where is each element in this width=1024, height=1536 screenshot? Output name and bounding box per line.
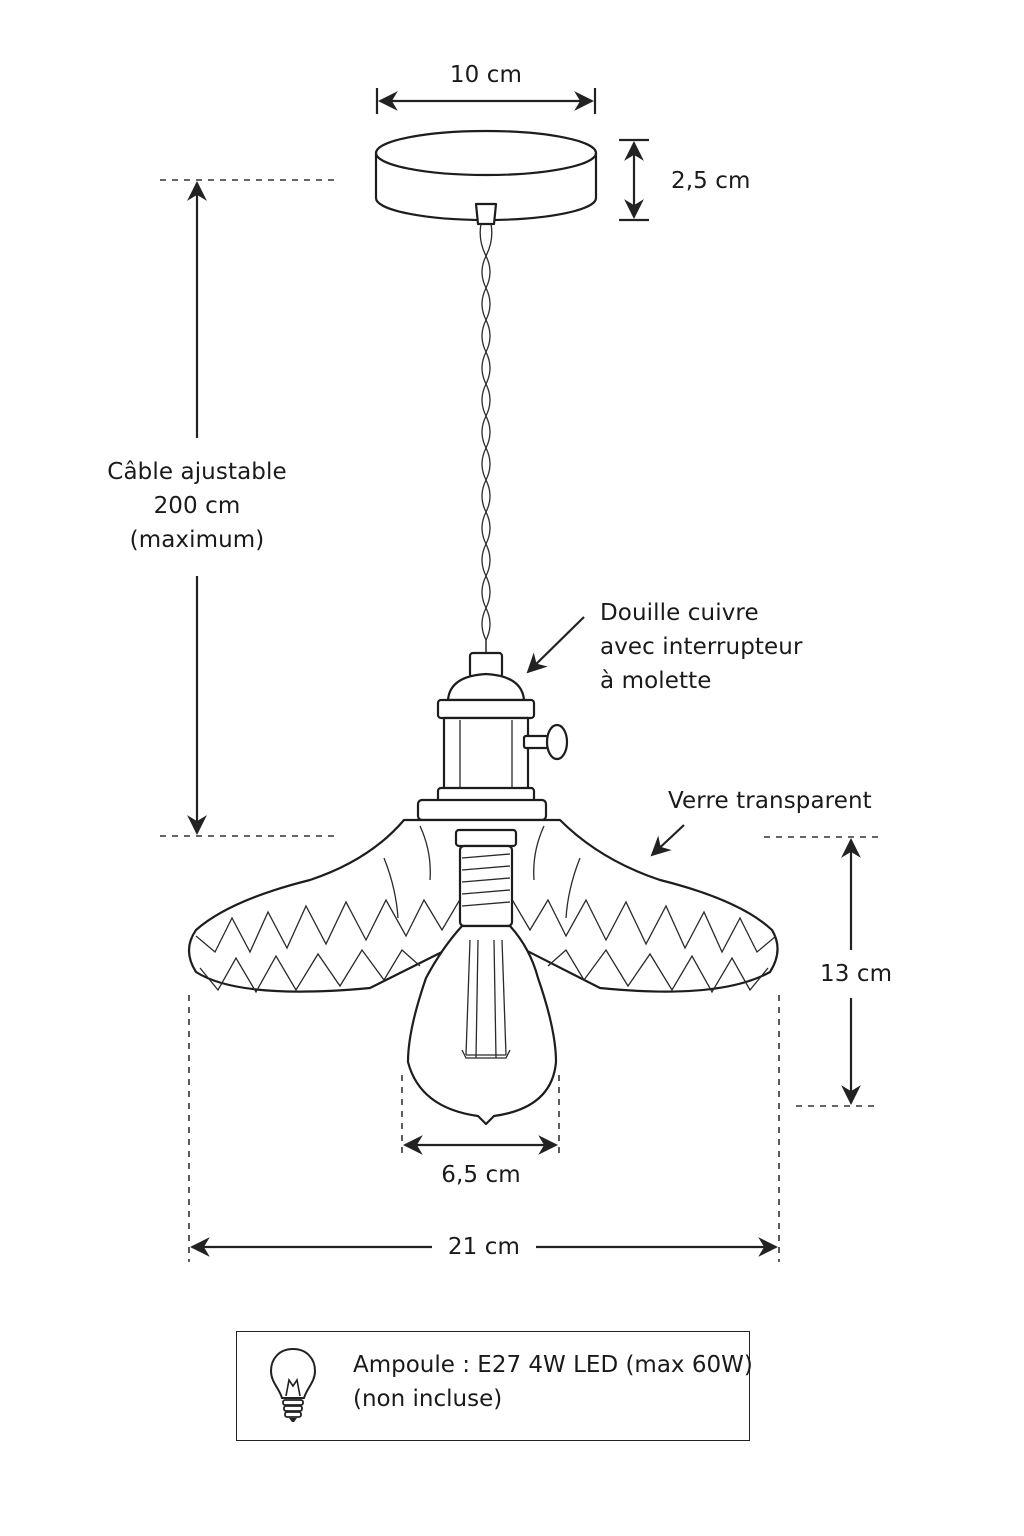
bulb-width-dimension: [401, 1075, 560, 1158]
cable-label-line-3: (maximum): [129, 527, 265, 553]
glass-callout: Verre transparent: [668, 788, 872, 814]
canopy-height-label: 2,5 cm: [671, 168, 751, 194]
bulb-not-included-text: (non incluse): [353, 1386, 503, 1412]
socket-callout-arrow: [526, 616, 585, 674]
shade-width-dimension: [188, 995, 780, 1262]
edison-bulb: [406, 828, 558, 1126]
bulb-info-box: Ampoule : E27 4W LED (max 60W) (non incl…: [236, 1331, 753, 1441]
canopy-width-dimension: [375, 88, 597, 114]
socket-callout-line-2: avec interrupteur: [600, 634, 803, 660]
socket-callout-line-3: à molette: [600, 668, 712, 694]
shade-height-label: 13 cm: [820, 961, 893, 987]
twisted-cable: [479, 223, 493, 655]
socket-callout-line-1: Douille cuivre: [600, 600, 759, 626]
cable-label: Câble ajustable 200 cm (maximum): [87, 455, 307, 557]
bulb-width-label: 6,5 cm: [441, 1162, 521, 1188]
bulb-spec-text: Ampoule : E27 4W LED (max 60W): [353, 1352, 753, 1378]
cable-length-dimension: [160, 179, 338, 837]
shade-width-label: 21 cm: [447, 1234, 521, 1260]
cable-label-line-1: Câble ajustable: [107, 459, 287, 485]
cable-label-line-2: 200 cm: [153, 493, 241, 519]
canopy-height-dimension: [619, 138, 649, 222]
shade-height-dimension: [764, 836, 880, 1107]
ceiling-canopy: [374, 129, 598, 226]
light-bulb-icon: [269, 1347, 317, 1422]
socket-callout: Douille cuivre avec interrupteur à molet…: [600, 596, 803, 698]
glass-callout-arrow: [650, 824, 685, 857]
canopy-width-label: 10 cm: [449, 62, 523, 88]
copper-socket: [436, 651, 569, 804]
